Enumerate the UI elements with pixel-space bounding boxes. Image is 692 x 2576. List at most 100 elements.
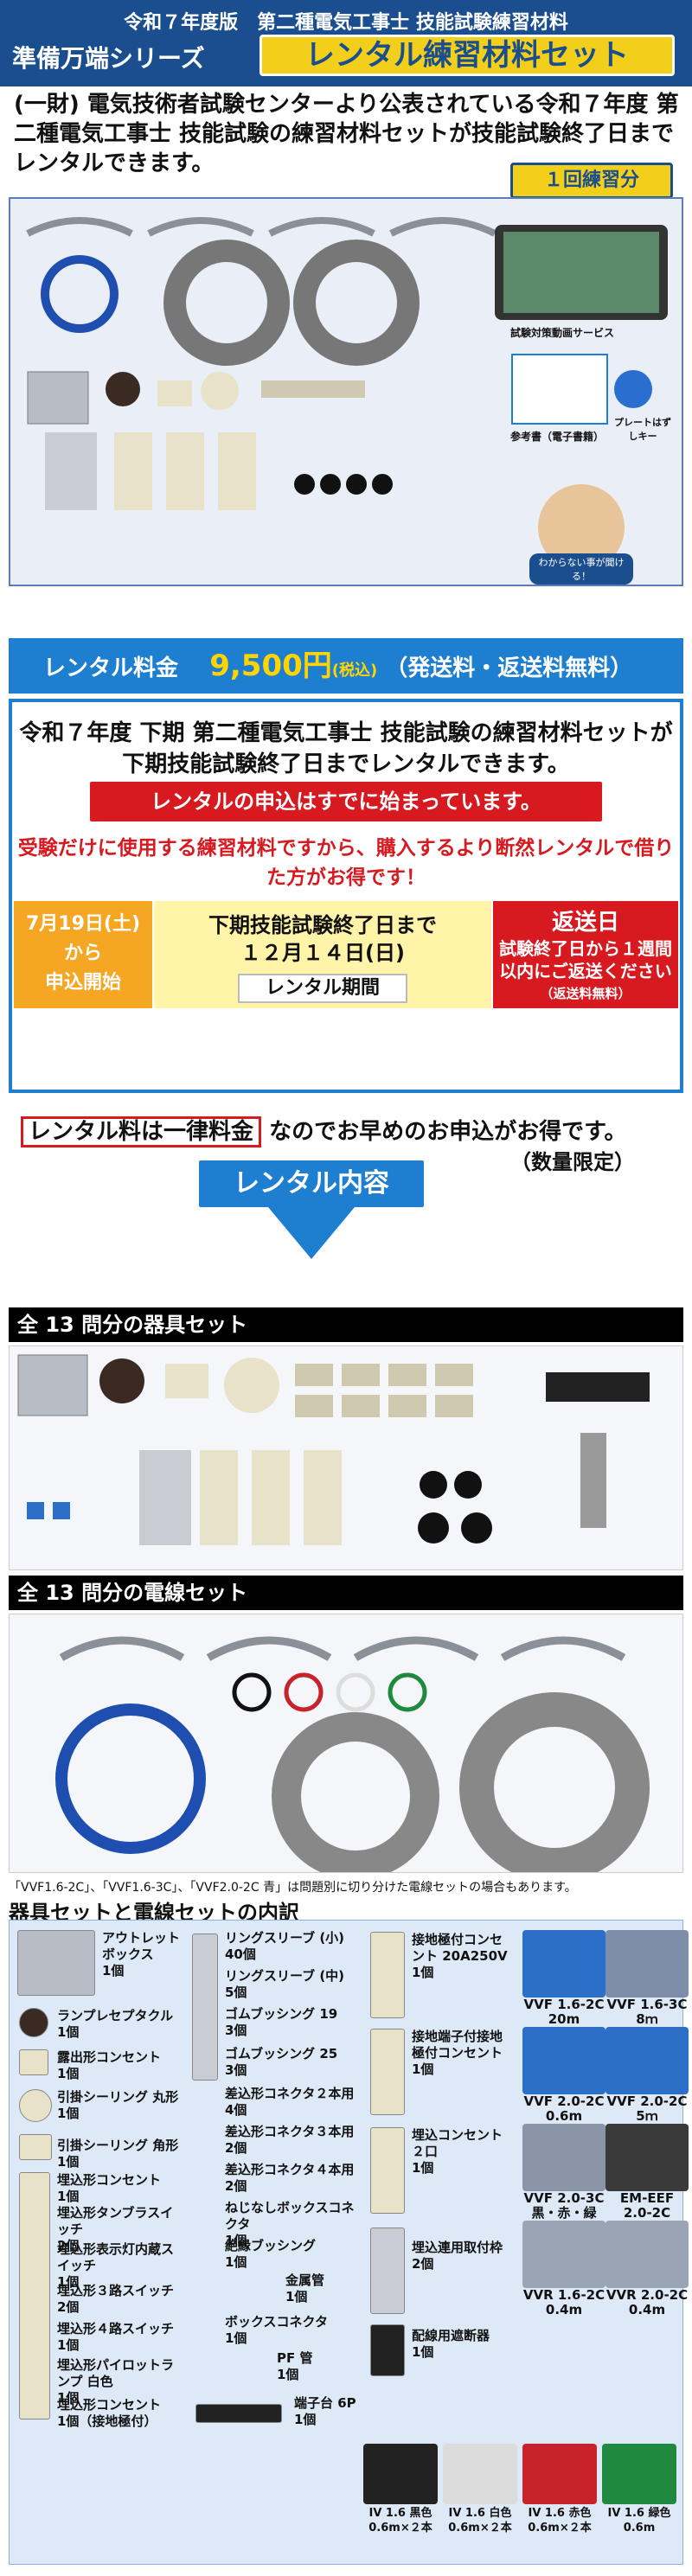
- start-date: 7月19日(土): [25, 913, 141, 935]
- wire-caption: VVR 1.6-2C 0.4m: [522, 2287, 606, 2317]
- wire-caption: VVF 2.0-2C 0.6m: [523, 2093, 605, 2124]
- wire-set-illustration: [55, 1636, 650, 1882]
- start-from: から: [63, 943, 102, 964]
- iv-wire-swatch: [602, 2444, 676, 2504]
- terminal-block-icon: [195, 2404, 282, 2423]
- flat-fee-line: レンタル料は一律料金 なのでお早めのお申込がお得です。: [21, 1114, 627, 1147]
- fee-price: 9,500円: [209, 649, 332, 683]
- wire-set-photo: [9, 1614, 683, 1882]
- application-start-cell: 7月19日(土) から 申込開始: [14, 901, 152, 1008]
- fee-shipping-note: （発送料・返送料無料）: [385, 655, 633, 681]
- grounding-terminal-outlet-icon: [370, 2029, 405, 2115]
- breakdown-item: リングスリーブ (中)5個: [225, 1968, 345, 2000]
- wire-swatch: [522, 2221, 606, 2288]
- sleeve-bushing-icon: [192, 1934, 218, 2081]
- flat-fee-boxed: レンタル料は一律料金: [21, 1116, 262, 1147]
- video-service-label: 試験対策動画サービス: [510, 327, 615, 339]
- iv-wire-caption: IV 1.6 黒色 0.6m×２本: [368, 2507, 432, 2534]
- wire-caption: VVF 1.6-3C 8ｍ: [606, 1997, 688, 2027]
- fee-tax: (税込): [331, 662, 378, 680]
- rental-advice: 受験だけに使用する練習材料ですから、購入するより断然レンタルで借りた方がお得です…: [17, 837, 675, 889]
- exposed-outlet-icon: [19, 2049, 48, 2075]
- return-text: 試験終了日から１週間以内にご返送ください: [499, 938, 672, 981]
- flat-fee-rest: なのでお早めのお申込がお得です。: [269, 1119, 627, 1145]
- rental-period-cell: 下期技能試験終了日まで １２月１４日(日) レンタル期間: [154, 901, 491, 1008]
- period-title: 下期技能試験終了日まで: [208, 913, 437, 937]
- return-note: （返送料無料）: [540, 986, 631, 1001]
- wire-caption: VVF 1.6-2C 20m: [523, 1997, 605, 2027]
- iv-wire-swatch: [522, 2444, 597, 2504]
- wire-swatch: [606, 2027, 689, 2094]
- round-ceiling-hook-icon: [19, 2089, 52, 2122]
- outlet-box-icon: [17, 1930, 95, 1996]
- wire-swatch: [522, 2027, 606, 2094]
- period-date: １２月１４日(日): [240, 941, 405, 965]
- wire-swatch: [606, 2124, 689, 2191]
- down-arrow-icon: [268, 1207, 355, 1259]
- wire-swatch: [606, 1930, 689, 1998]
- wire-swatch: [606, 2221, 689, 2288]
- header-subtitle: 令和７年度版 第二種電気工事士 技能試験練習材料: [124, 12, 568, 34]
- wire-set-heading: 全 13 問分の電線セット: [9, 1576, 683, 1610]
- page-title: レンタル練習材料セット: [260, 35, 675, 76]
- fee-label: レンタル料金: [43, 655, 179, 681]
- iv-wire-swatch: [363, 2444, 438, 2504]
- iv-wire-caption: IV 1.6 赤色 0.6m×２本: [528, 2507, 592, 2534]
- application-started-notice: レンタルの申込はすでに始まっています。: [90, 782, 602, 821]
- lamp-receptacle-icon: [19, 2008, 48, 2037]
- wire-caption: VVR 2.0-2C 0.4m: [606, 2287, 689, 2317]
- product-illustration: [26, 217, 668, 571]
- wire-set-note: 「VVF1.6-2C」、「VVF1.6-3C」、「VVF2.0-2C 青」は問題…: [9, 1881, 577, 1895]
- iv-wire-caption: IV 1.6 白色 0.6m×２本: [448, 2507, 512, 2534]
- device-set-heading: 全 13 問分の器具セット: [9, 1307, 683, 1342]
- return-title: 返送日: [551, 910, 619, 936]
- return-date-cell: 返送日 試験終了日から１週間以内にご返送ください （返送料無料）: [493, 901, 678, 1008]
- header-banner: 令和７年度版 第二種電気工事士 技能試験練習材料 準備万端シリーズ レンタル練習…: [0, 0, 692, 86]
- plate-key-label: プレートはずしキー: [614, 417, 671, 442]
- iv-wire-swatch: [443, 2444, 517, 2504]
- ebook-label: 参考書（電子書籍）: [510, 431, 605, 443]
- breaker-icon: [370, 2324, 405, 2376]
- one-practice-badge: １回練習分: [510, 163, 673, 199]
- contents-banner: レンタル内容: [199, 1160, 424, 1207]
- period-label: レンタル期間: [237, 974, 407, 1003]
- intro-text: (一財) 電気技術者試験センターより公表されている令和７年度 第二種電気工事士 …: [14, 92, 679, 176]
- wire-swatch: [522, 2124, 606, 2191]
- switch-stack-icon: [19, 2172, 50, 2419]
- breakdown-item: リングスリーブ (小)40個: [225, 1930, 345, 1962]
- square-ceiling-hook-icon: [19, 2134, 52, 2160]
- mounting-frame-icon: [370, 2228, 405, 2314]
- rental-info-box: 令和７年度 下期 第二種電気工事士 技能試験の練習材料セットが下期技能試験終了日…: [9, 699, 683, 1093]
- device-set-illustration: [17, 1354, 650, 1545]
- wire-swatch: [522, 1930, 606, 1998]
- start-label: 申込開始: [44, 972, 121, 994]
- device-set-photo: [9, 1346, 683, 1570]
